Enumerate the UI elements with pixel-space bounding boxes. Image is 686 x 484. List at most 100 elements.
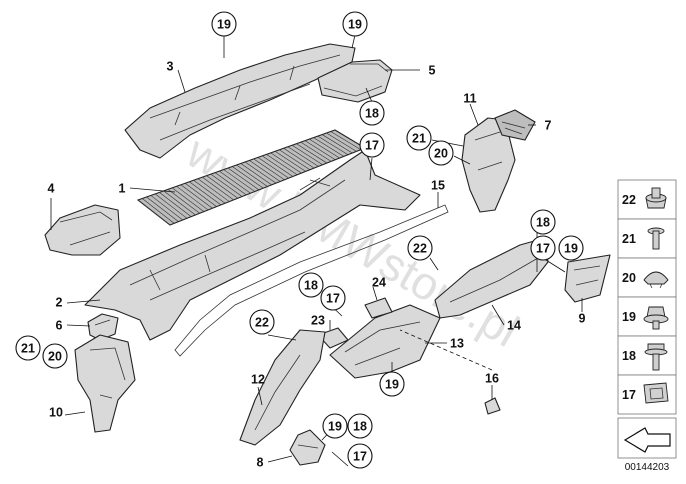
callout-label: 22 xyxy=(413,242,427,256)
callout-ring xyxy=(407,235,433,261)
callout-label: 19 xyxy=(564,242,578,256)
legend-item-22: 22 xyxy=(617,179,677,220)
callout-18: 18 xyxy=(347,413,373,439)
callout-label: 17 xyxy=(365,139,379,153)
filter-part-1 xyxy=(136,129,367,226)
callout-7: 7 xyxy=(545,119,552,133)
legend-item-21: 21 xyxy=(617,218,677,259)
document-number: 00144203 xyxy=(625,462,670,473)
callout-ring xyxy=(42,343,68,369)
callout-ring xyxy=(15,335,41,361)
callout-label: 8 xyxy=(257,456,264,470)
callout-ring xyxy=(530,209,556,235)
callout-19: 19 xyxy=(558,235,584,261)
callout-ring xyxy=(211,11,237,37)
callout-18: 18 xyxy=(530,209,556,235)
callout-ring xyxy=(320,285,346,311)
flange-nut-icon xyxy=(643,306,669,330)
leader-lines xyxy=(50,34,583,467)
callout-label: 18 xyxy=(365,107,379,121)
callout-label: 18 xyxy=(536,216,550,230)
callout-11: 11 xyxy=(463,92,476,106)
callout-label: 17 xyxy=(353,450,367,464)
callout-17: 17 xyxy=(530,235,556,261)
housing-part-13 xyxy=(329,304,441,379)
callout-ring xyxy=(298,272,324,298)
callout-14: 14 xyxy=(507,319,521,333)
callout-16: 16 xyxy=(485,372,499,386)
callout-21: 21 xyxy=(406,125,432,151)
callout-label: 9 xyxy=(579,312,586,326)
callout-label: 16 xyxy=(485,372,499,386)
sheet-metal-nut-icon xyxy=(643,382,669,404)
callout-4: 4 xyxy=(48,182,55,196)
clip-part-6 xyxy=(87,313,119,341)
legend-label: 21 xyxy=(622,232,636,246)
callout-19: 19 xyxy=(322,413,348,439)
callout-ring xyxy=(530,235,556,261)
callout-2: 2 xyxy=(56,296,63,310)
trim-part-14 xyxy=(434,237,549,319)
callout-ring xyxy=(342,11,368,37)
callout-label: 21 xyxy=(21,342,35,356)
legend-label: 22 xyxy=(622,193,636,207)
callout-label: 17 xyxy=(536,242,550,256)
callout-ring xyxy=(249,309,275,335)
callout-19: 19 xyxy=(211,11,237,37)
callout-label: 5 xyxy=(429,64,436,78)
callout-label: 18 xyxy=(353,420,367,434)
callout-ring xyxy=(347,413,373,439)
clip-part-23 xyxy=(317,327,349,349)
nut-icon xyxy=(645,187,667,209)
callout-5: 5 xyxy=(429,64,436,78)
callout-ring xyxy=(322,413,348,439)
callout-label: 20 xyxy=(434,147,448,161)
clip-washer-icon xyxy=(643,271,669,289)
legend-label: 20 xyxy=(622,271,636,285)
view-direction-arrow-icon xyxy=(617,417,677,459)
callout-21: 21 xyxy=(15,335,41,361)
callout-label: 12 xyxy=(251,373,265,387)
callout-17: 17 xyxy=(347,443,373,469)
callout-label: 19 xyxy=(385,378,399,392)
clip-part-16 xyxy=(484,397,501,415)
callout-24: 24 xyxy=(372,276,386,290)
callout-18: 18 xyxy=(359,100,385,126)
callout-ring xyxy=(406,125,432,151)
callout-19: 19 xyxy=(379,371,405,397)
callout-18: 18 xyxy=(298,272,324,298)
grille-part-7 xyxy=(494,109,536,141)
callout-label: 21 xyxy=(412,132,426,146)
callout-10: 10 xyxy=(49,406,63,420)
callout-label: 17 xyxy=(326,292,340,306)
callout-label: 18 xyxy=(304,279,318,293)
callout-label: 15 xyxy=(431,179,445,193)
callout-label: 23 xyxy=(311,314,325,328)
callout-ring xyxy=(379,371,405,397)
callout-12: 12 xyxy=(251,373,265,387)
legend-label: 18 xyxy=(622,349,636,363)
callout-6: 6 xyxy=(56,319,63,333)
callout-label: 20 xyxy=(48,350,62,364)
callout-label: 4 xyxy=(48,182,55,196)
callout-label: 11 xyxy=(463,92,476,106)
cover-part-5 xyxy=(317,59,393,103)
legend-label: 19 xyxy=(622,310,636,324)
callout-label: 2 xyxy=(56,296,63,310)
callout-label: 22 xyxy=(255,316,269,330)
callout-ring xyxy=(359,132,385,158)
callout-22: 22 xyxy=(249,309,275,335)
callout-label: 14 xyxy=(507,319,521,333)
callout-label: 3 xyxy=(167,60,174,74)
callout-20: 20 xyxy=(42,343,68,369)
callout-ring xyxy=(558,235,584,261)
legend-item-18: 18 xyxy=(617,335,677,376)
callout-label: 7 xyxy=(545,119,552,133)
bracket-part-9 xyxy=(564,254,611,303)
callout-label: 19 xyxy=(328,420,342,434)
expansion-rivet-icon xyxy=(647,227,665,250)
callout-20: 20 xyxy=(428,140,454,166)
